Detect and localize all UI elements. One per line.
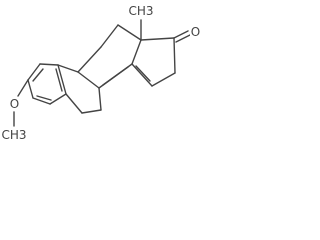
skeletal-formula: CH3 O O CH3 xyxy=(1,3,201,143)
carbonyl-oxygen-text: O xyxy=(191,25,200,39)
methoxy-oxygen-text: O xyxy=(10,97,19,111)
ring-a-aromatic xyxy=(27,63,67,105)
methyl-label: CH3 xyxy=(128,3,154,19)
methoxy-carbon-label: CH3 xyxy=(1,127,27,143)
ring-d xyxy=(131,37,176,87)
carbonyl-oxygen-label: O xyxy=(190,25,201,39)
ring-b xyxy=(57,64,102,114)
methoxy-oxygen-label: O xyxy=(9,97,20,111)
substituent-bonds xyxy=(13,19,191,127)
methyl-text: CH3 xyxy=(128,4,153,18)
methoxy-carbon-text: CH3 xyxy=(1,128,26,142)
ring-c xyxy=(77,24,142,89)
